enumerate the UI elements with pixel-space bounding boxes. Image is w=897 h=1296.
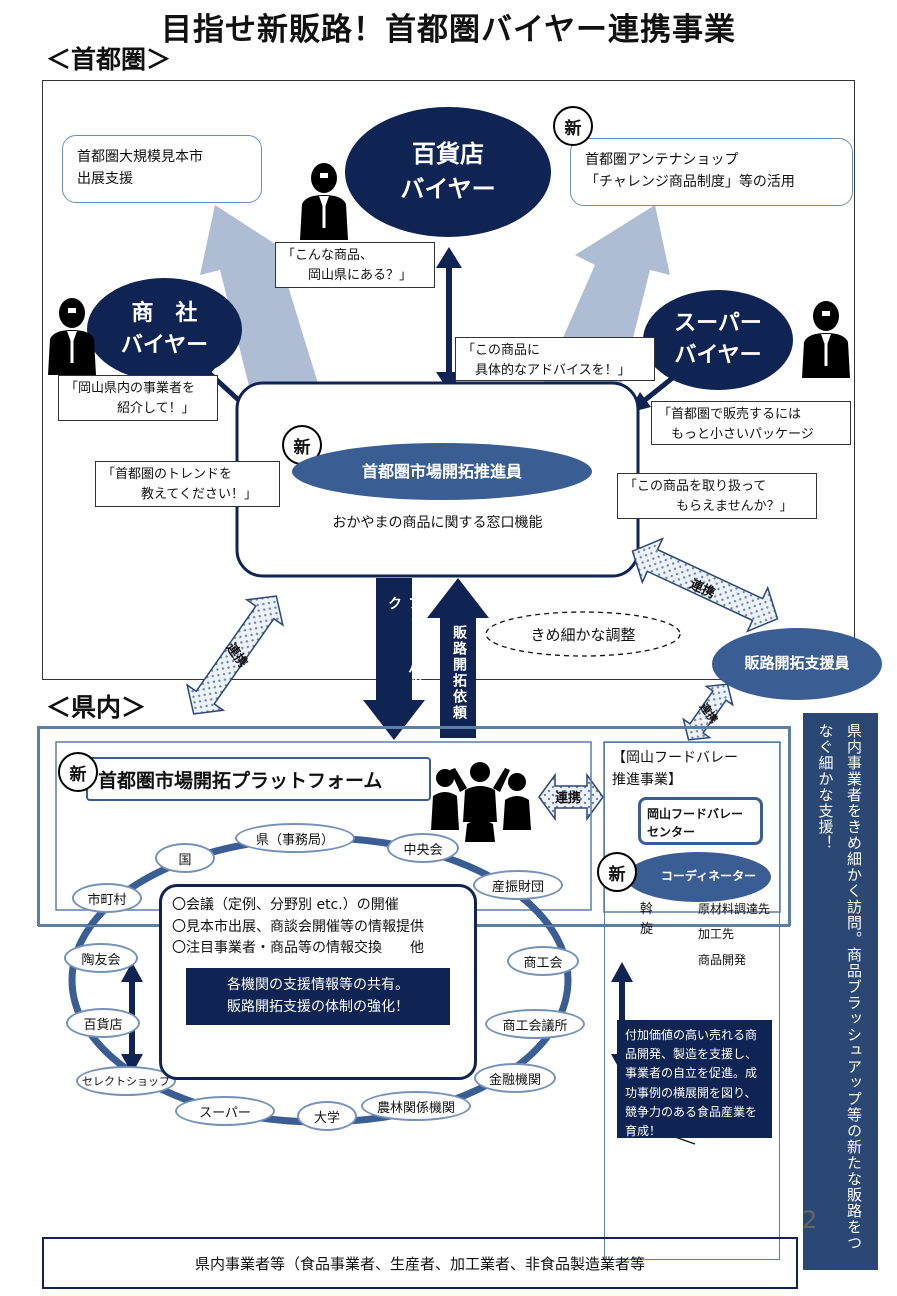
target-material: 原材料調達先: [698, 902, 771, 916]
super-person-icon: [802, 301, 850, 378]
food-valley-center: 岡山フードバレー センター: [638, 797, 763, 845]
member-toyukai: 陶友会: [64, 943, 138, 973]
renkei-arrow-platform: [538, 772, 604, 822]
request-arrow: [427, 578, 489, 738]
renkei-arrow-left: [185, 595, 285, 715]
member-super: スーパー: [175, 1096, 275, 1126]
super-buyer-bubble: スーパー バイヤー: [643, 290, 793, 390]
light-arrow-left: [200, 205, 320, 390]
quote-dept: 「こんな商品、 岡山県にある？」: [275, 242, 435, 288]
request-label: 販路開拓依頼: [451, 625, 467, 721]
member-chuokai: 中央会: [387, 833, 459, 863]
platform-highlight: 各機関の支援情報等の共有。 販路開拓支援の体制の強化！: [186, 968, 450, 1025]
fine-adjust-label: きめ細かな調整: [530, 626, 636, 644]
quote-trend: 「首都圏のトレンドを 教えてください！」: [95, 461, 280, 507]
platform-item-1: 〇会議（定例、分野別 etc.）の開催: [172, 897, 399, 913]
trading-person-icon: [48, 298, 96, 375]
trade-show-box: 首都圏大規模見本市 出展支援: [62, 135, 262, 203]
mediation-label: 斡 旋: [640, 902, 654, 937]
platform-item-2: 〇見本市出展、商談会開催等の情報提供: [172, 918, 424, 935]
quote-advice: 「この商品に 具体的なアドバイスを！」: [455, 337, 655, 381]
group-people-icon: [431, 762, 531, 842]
renkei-arrow-right: [631, 537, 779, 633]
promoter-desc: おかやまの商品に関する窓口機能: [332, 515, 543, 531]
member-sanshin: 産振財団: [473, 870, 563, 900]
antenna-shop-box: 首都圏アンテナショップ 「チャレンジ商品制度」等の活用: [570, 138, 853, 206]
member-country: 国: [155, 843, 215, 873]
side-note-panel: 県内事業者をきめ細かく訪問。商品ブラッシュアップ等の新たな販路をつなぐ細かな支援…: [803, 713, 878, 1270]
fine-adjust-ellipse: [485, 611, 681, 657]
side-note-text: 県内事業者をきめ細かく訪問。商品ブラッシュアップ等の新たな販路をつなぐ細かな支援…: [816, 723, 864, 1251]
food-valley-title: 【岡山フードバレー 推進事業】: [612, 750, 738, 788]
member-city: 市町村: [72, 883, 142, 913]
renkei-label-platform: 連携: [555, 791, 582, 806]
buyer-person-icon: [300, 163, 348, 240]
new-badge-platform: 新: [58, 752, 98, 792]
section-label-pref: ＜県内＞: [46, 693, 147, 722]
coordinator-oval: コーディネーター: [626, 852, 771, 902]
platform-center-box: 〇会議（定例、分野別 etc.）の開催 〇見本市出展、商談会開催等の情報提供 〇…: [159, 884, 477, 1080]
feedback-arrow: [363, 578, 425, 740]
page-title: 目指せ新販路！首都圏バイヤー連携事業: [160, 12, 737, 48]
member-shokokai: 商工会: [507, 946, 579, 976]
page-number: 2: [802, 1206, 818, 1234]
member-univ: 大学: [297, 1101, 357, 1131]
member-prefecture: 県（事務局）: [235, 823, 355, 853]
quote-super: 「首都圏で販売するには もっと小さいパッケージ: [651, 401, 851, 445]
feedback-label: フィードバック: [386, 596, 422, 692]
member-agri: 農林関係機関: [361, 1091, 471, 1121]
member-select: セレクトショップ: [76, 1066, 176, 1096]
target-processing: 加工先: [698, 927, 735, 941]
quote-trading: 「岡山県内の事業者を 紹介して！」: [58, 375, 218, 421]
dept-store-buyer-bubble: 百貨店 バイヤー: [345, 107, 551, 237]
member-dept: 百貨店: [66, 1008, 140, 1038]
food-valley-summary: 付加価値の高い売れる商品開発、製造を支援し、事業者の自立を促進。成功事例の横展開…: [617, 1020, 772, 1138]
promoter-oval: 首都圏市場開拓推進員: [292, 443, 592, 500]
platform-item-3: 〇注目事業者・商品等の情報交換 他: [172, 940, 424, 957]
bottom-businesses-box: 県内事業者等（食品事業者、生産者、加工業者、非食品製造業者等: [42, 1237, 798, 1289]
quote-handle: 「この商品を取り扱って もらえませんか？」: [617, 473, 817, 519]
member-cci: 商工会議所: [485, 1009, 585, 1039]
food-valley-panel: [604, 742, 780, 1260]
platform-title: 首都圏市場開拓プラットフォーム: [86, 757, 431, 801]
new-badge-antenna: 新: [553, 106, 593, 146]
target-development: 商品開発: [698, 953, 747, 967]
trading-buyer-bubble: 商 社 バイヤー: [87, 278, 242, 381]
member-financial: 金融機関: [474, 1063, 556, 1093]
support-staff-oval: 販路開拓支援員: [712, 628, 882, 700]
new-badge-coordinator: 新: [597, 852, 637, 892]
section-label-metro: ＜首都圏＞: [46, 45, 172, 74]
